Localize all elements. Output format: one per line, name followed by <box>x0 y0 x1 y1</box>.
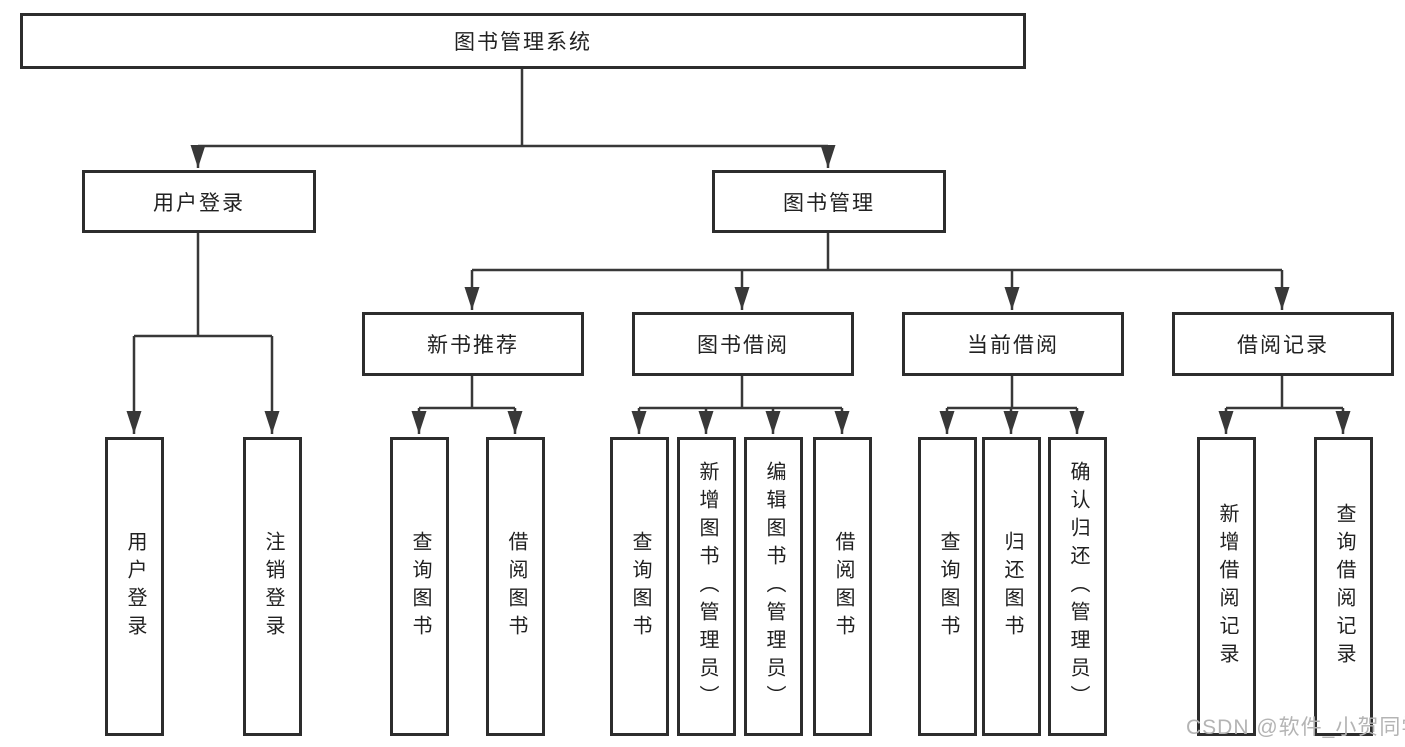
node-book-mgmt-label: 图书管理 <box>783 191 875 215</box>
node-root-system: 图书管理系统 <box>20 13 1026 69</box>
leaf-user-login-label: 用户登录 <box>124 530 146 643</box>
leaf-add-borrow-record-label: 新增借阅记录 <box>1216 502 1238 671</box>
node-new-book-rec-label: 新书推荐 <box>427 334 519 357</box>
leaf-confirm-return-admin: 确认归还（管理员） <box>1048 437 1107 736</box>
node-book-mgmt: 图书管理 <box>712 170 946 233</box>
node-current-borrow: 当前借阅 <box>902 312 1124 376</box>
leaf-search-book-recommend: 查询图书 <box>390 437 449 736</box>
csdn-watermark: CSDN @软件_小贺同学 <box>1186 716 1405 739</box>
leaf-search-book-recommend-label: 查询图书 <box>409 530 431 643</box>
leaf-logout-label: 注销登录 <box>262 530 284 643</box>
node-book-borrow-label: 图书借阅 <box>697 334 789 357</box>
connector-book-mgmt <box>464 232 1290 310</box>
node-borrow-record-label: 借阅记录 <box>1237 334 1329 357</box>
connector-current-borrow <box>939 375 1085 434</box>
connector-borrow-record <box>1218 375 1351 434</box>
leaf-return-book: 归还图书 <box>982 437 1041 736</box>
leaf-search-book-borrow-label: 查询图书 <box>629 530 651 643</box>
leaf-edit-book-admin: 编辑图书（管理员） <box>744 437 803 736</box>
node-user-login-label: 用户登录 <box>153 191 245 215</box>
node-book-borrow: 图书借阅 <box>632 312 854 376</box>
leaf-add-book-admin: 新增图书（管理员） <box>677 437 736 736</box>
leaf-add-borrow-record: 新增借阅记录 <box>1197 437 1256 736</box>
leaf-confirm-return-admin-label: 确认归还（管理员） <box>1067 460 1089 713</box>
leaf-search-book-current: 查询图书 <box>918 437 977 736</box>
node-user-login: 用户登录 <box>82 170 316 233</box>
leaf-borrow-book-label: 借阅图书 <box>832 530 854 643</box>
leaf-logout: 注销登录 <box>243 437 302 736</box>
leaf-borrow-book: 借阅图书 <box>813 437 872 736</box>
leaf-user-login: 用户登录 <box>105 437 164 736</box>
connector-new-book <box>411 375 523 434</box>
connector-book-borrow <box>631 375 850 434</box>
leaf-search-book-current-label: 查询图书 <box>937 530 959 643</box>
leaf-search-borrow-record: 查询借阅记录 <box>1314 437 1373 736</box>
node-new-book-rec: 新书推荐 <box>362 312 584 376</box>
node-current-borrow-label: 当前借阅 <box>967 334 1059 357</box>
node-root-label: 图书管理系统 <box>454 31 592 54</box>
leaf-return-book-label: 归还图书 <box>1001 530 1023 643</box>
leaf-borrow-book-recommend-label: 借阅图书 <box>505 530 527 643</box>
leaf-search-book-borrow: 查询图书 <box>610 437 669 736</box>
leaf-search-borrow-record-label: 查询借阅记录 <box>1333 502 1355 671</box>
leaf-add-book-admin-label: 新增图书（管理员） <box>696 460 718 713</box>
node-borrow-record: 借阅记录 <box>1172 312 1394 376</box>
connector-root <box>190 68 836 168</box>
leaf-edit-book-admin-label: 编辑图书（管理员） <box>763 460 785 713</box>
connector-user-login <box>126 232 280 434</box>
leaf-borrow-book-recommend: 借阅图书 <box>486 437 545 736</box>
